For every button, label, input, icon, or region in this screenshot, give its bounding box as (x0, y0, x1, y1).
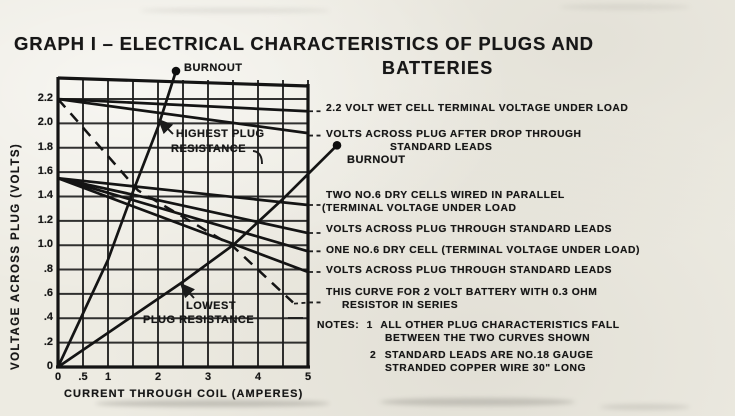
annotation-two-dry-cells: TWO NO.6 DRY CELLS WIRED IN PARALLEL (326, 190, 565, 201)
chart-title-line1: GRAPH I – ELECTRICAL CHARACTERISTICS OF … (14, 33, 594, 54)
y-tick-label: .8 (43, 262, 53, 275)
highest-plug-resistance-label: HIGHEST PLUG (176, 128, 265, 140)
y-tick-label: .4 (43, 311, 53, 324)
annotation-two-dry-cells: (TERMINAL VOLTAGE UNDER LOAD (322, 203, 517, 214)
note2-number: 2 (370, 350, 377, 361)
lowest-plug-resistance-label: PLUG RESISTANCE (143, 314, 255, 326)
x-tick-label: 2 (154, 371, 162, 383)
label-hook (252, 150, 263, 165)
curve-0 (57, 97, 309, 113)
y-tick-label: 1.8 (37, 140, 53, 153)
curve-1 (57, 97, 309, 135)
curve-5 (57, 176, 309, 235)
curve-2 (56, 70, 178, 368)
notes-line: STRANDED COPPER WIRE 30" LONG (385, 363, 587, 374)
plot-frame-top (57, 76, 309, 88)
chart-title-line2: BATTERIES (382, 58, 494, 78)
burnout-point (332, 141, 342, 150)
highest-label-arrow (157, 118, 174, 135)
note1-number: 1 (366, 320, 373, 331)
curve-6 (57, 176, 309, 253)
note1-text: ALL OTHER PLUG CHARACTERISTICS FALL (380, 320, 620, 331)
notes-line: 2 STANDARD LEADS ARE NO.18 GAUGE (370, 350, 593, 361)
note2-text: STANDARD LEADS ARE NO.18 GAUGE (384, 350, 594, 361)
y-tick-label: .2 (43, 335, 53, 348)
scan-smudge (380, 398, 575, 406)
annotation-wet-cell-plug-drop: STANDARD LEADS (390, 142, 493, 153)
y-tick-label: .6 (43, 286, 53, 299)
scan-smudge (600, 404, 690, 410)
curve-7 (57, 176, 309, 274)
notes-line: BETWEEN THE TWO CURVES SHOWN (385, 333, 591, 344)
x-tick-label: 0 (54, 371, 62, 383)
y-tick-label: 1.2 (37, 213, 53, 226)
scan-smudge (560, 4, 690, 10)
y-tick-label: 1.0 (37, 238, 53, 251)
lowest-label-arrow (179, 282, 195, 299)
x-tick-label: 1 (104, 371, 112, 383)
burnout-label-top: BURNOUT (184, 62, 243, 74)
lowest-plug-resistance-label: LOWEST (186, 300, 237, 312)
y-tick-label: 0 (46, 360, 53, 372)
x-tick-label: .5 (78, 371, 88, 383)
notes-line: NOTES: 1 ALL OTHER PLUG CHARACTERISTICS … (317, 320, 620, 331)
annotation-wet-cell-terminal: 2.2 VOLT WET CELL TERMINAL VOLTAGE UNDER… (326, 103, 629, 114)
burnout-point (171, 66, 181, 76)
y-tick-label: 2.0 (37, 116, 53, 129)
curve-4 (57, 176, 309, 207)
y-tick-label: 1.4 (37, 189, 53, 202)
annotation-battery-resistor: RESISTOR IN SERIES (342, 300, 459, 311)
annotation-one-dry-cell: ONE NO.6 DRY CELL (TERMINAL VOLTAGE UNDE… (326, 245, 640, 256)
x-tick-label: 5 (304, 371, 312, 383)
x-axis-title: CURRENT THROUGH COIL (AMPERES) (64, 388, 304, 400)
annotation-leader (293, 301, 310, 305)
scan-smudge (140, 8, 330, 13)
scan-smudge (95, 400, 330, 407)
notes-label: NOTES: (317, 320, 360, 331)
annotation-battery-resistor: THIS CURVE FOR 2 VOLT BATTERY WITH 0.3 O… (326, 287, 598, 298)
y-tick-label: 2.2 (37, 92, 53, 105)
annotation-wet-cell-plug-drop: VOLTS ACROSS PLUG AFTER DROP THROUGH (326, 129, 582, 140)
annotation-two-cells-plug-leads: VOLTS ACROSS PLUG THROUGH STANDARD LEADS (326, 224, 613, 235)
annotation-one-cell-plug-leads: VOLTS ACROSS PLUG THROUGH STANDARD LEADS (326, 265, 613, 276)
y-tick-label: 1.6 (37, 165, 53, 178)
x-tick-label: 4 (254, 371, 262, 383)
x-tick-label: 3 (204, 371, 212, 383)
burnout-label-right: BURNOUT (347, 154, 406, 166)
highest-plug-resistance-label: RESISTANCE (171, 143, 247, 155)
y-axis-title: VOLTAGE ACROSS PLUG (VOLTS) (10, 142, 22, 370)
curve-8 (57, 98, 294, 304)
curve-3 (57, 144, 338, 369)
